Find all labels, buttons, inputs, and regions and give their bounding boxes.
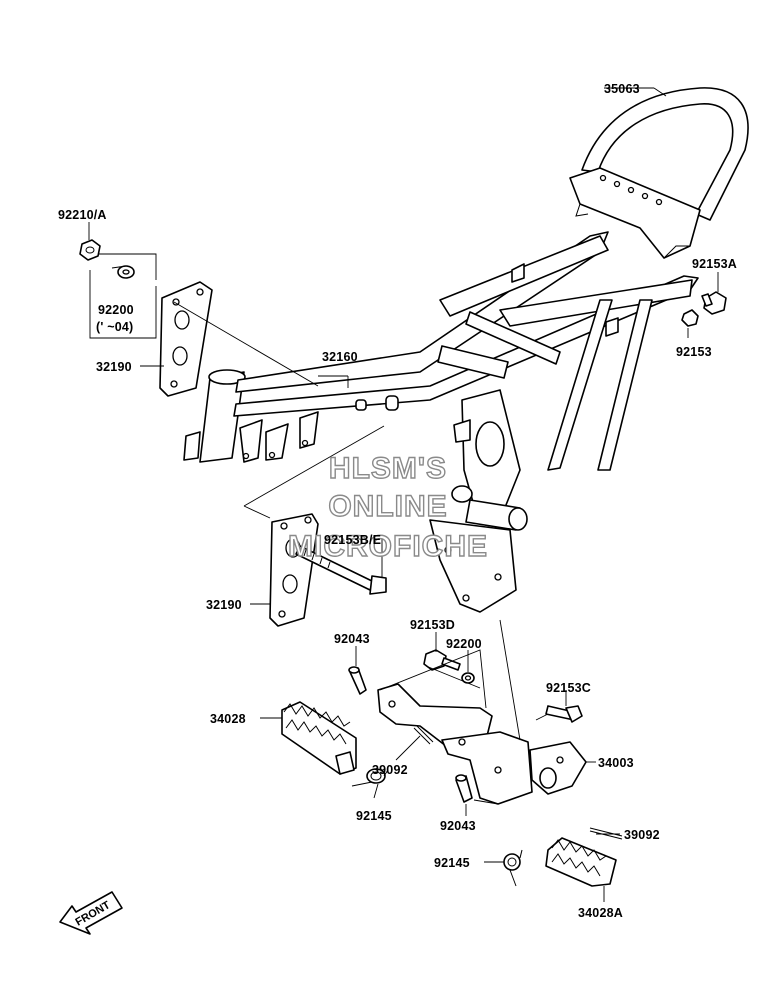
- watermark-line-2: ONLINE: [328, 490, 447, 523]
- part-labels: 35063 92210/A 92200 (' ~04) 32160 32190 …: [58, 82, 737, 920]
- watermark-line-3: MICROFICHE: [288, 530, 488, 563]
- pin-92043-lower: [455, 774, 473, 803]
- label-39092-right: 39092: [624, 828, 660, 842]
- label-92153: 92153: [676, 345, 712, 359]
- label-34003: 34003: [598, 756, 634, 770]
- spring-92145-left: [351, 768, 389, 787]
- leader-lines: [88, 87, 719, 902]
- label-35063: 35063: [604, 82, 640, 96]
- front-arrow-icon: FRONT: [59, 891, 123, 935]
- bolt-92153C: [545, 705, 583, 723]
- label-92153D: 92153D: [410, 618, 455, 632]
- engine-plate-32190-lower: [269, 513, 319, 627]
- cotter-pin-39092-right: [589, 827, 623, 840]
- footpeg-34028: [281, 701, 357, 775]
- label-32160: 32160: [322, 350, 358, 364]
- label-39092-left: 39092: [372, 763, 408, 777]
- label-92043-upper: 92043: [334, 632, 370, 646]
- grab-bar-35063: [569, 87, 749, 259]
- label-34028: 34028: [210, 712, 246, 726]
- label-92210A: 92210/A: [58, 208, 107, 222]
- long-bolt-92153BE: [295, 545, 387, 595]
- footpeg-34028A: [545, 837, 617, 887]
- label-92043-lower: 92043: [440, 819, 476, 833]
- watermark-line-1: HLSM'S: [329, 452, 447, 485]
- main-frame-32160: [183, 231, 699, 613]
- label-92145-left: 92145: [356, 809, 392, 823]
- label-32190-lower: 32190: [206, 598, 242, 612]
- label-92200-upper-note: (' ~04): [96, 320, 133, 334]
- label-92153BE: 92153B/E: [324, 533, 381, 547]
- nut-92210: [79, 239, 101, 261]
- cotter-pin-39092-left: [413, 725, 434, 745]
- bolt-92153A: [701, 291, 727, 315]
- label-92153A: 92153A: [692, 257, 737, 271]
- engine-plate-32190-upper: [159, 281, 213, 397]
- footpeg-bracket-34003: [377, 683, 587, 805]
- bolt-92153: [681, 309, 699, 327]
- label-92200-upper: 92200: [98, 303, 134, 317]
- label-92200-lower: 92200: [446, 637, 482, 651]
- label-92145-right: 92145: [434, 856, 470, 870]
- watermark: HLSM'S ONLINE MICROFICHE: [287, 451, 488, 563]
- label-92153C: 92153C: [546, 681, 591, 695]
- label-32190-upper: 32190: [96, 360, 132, 374]
- pin-92043-upper: [348, 666, 367, 695]
- spring-92145-right: [503, 849, 523, 887]
- label-34028A: 34028A: [578, 906, 623, 920]
- washer-92200-upper: [117, 265, 135, 279]
